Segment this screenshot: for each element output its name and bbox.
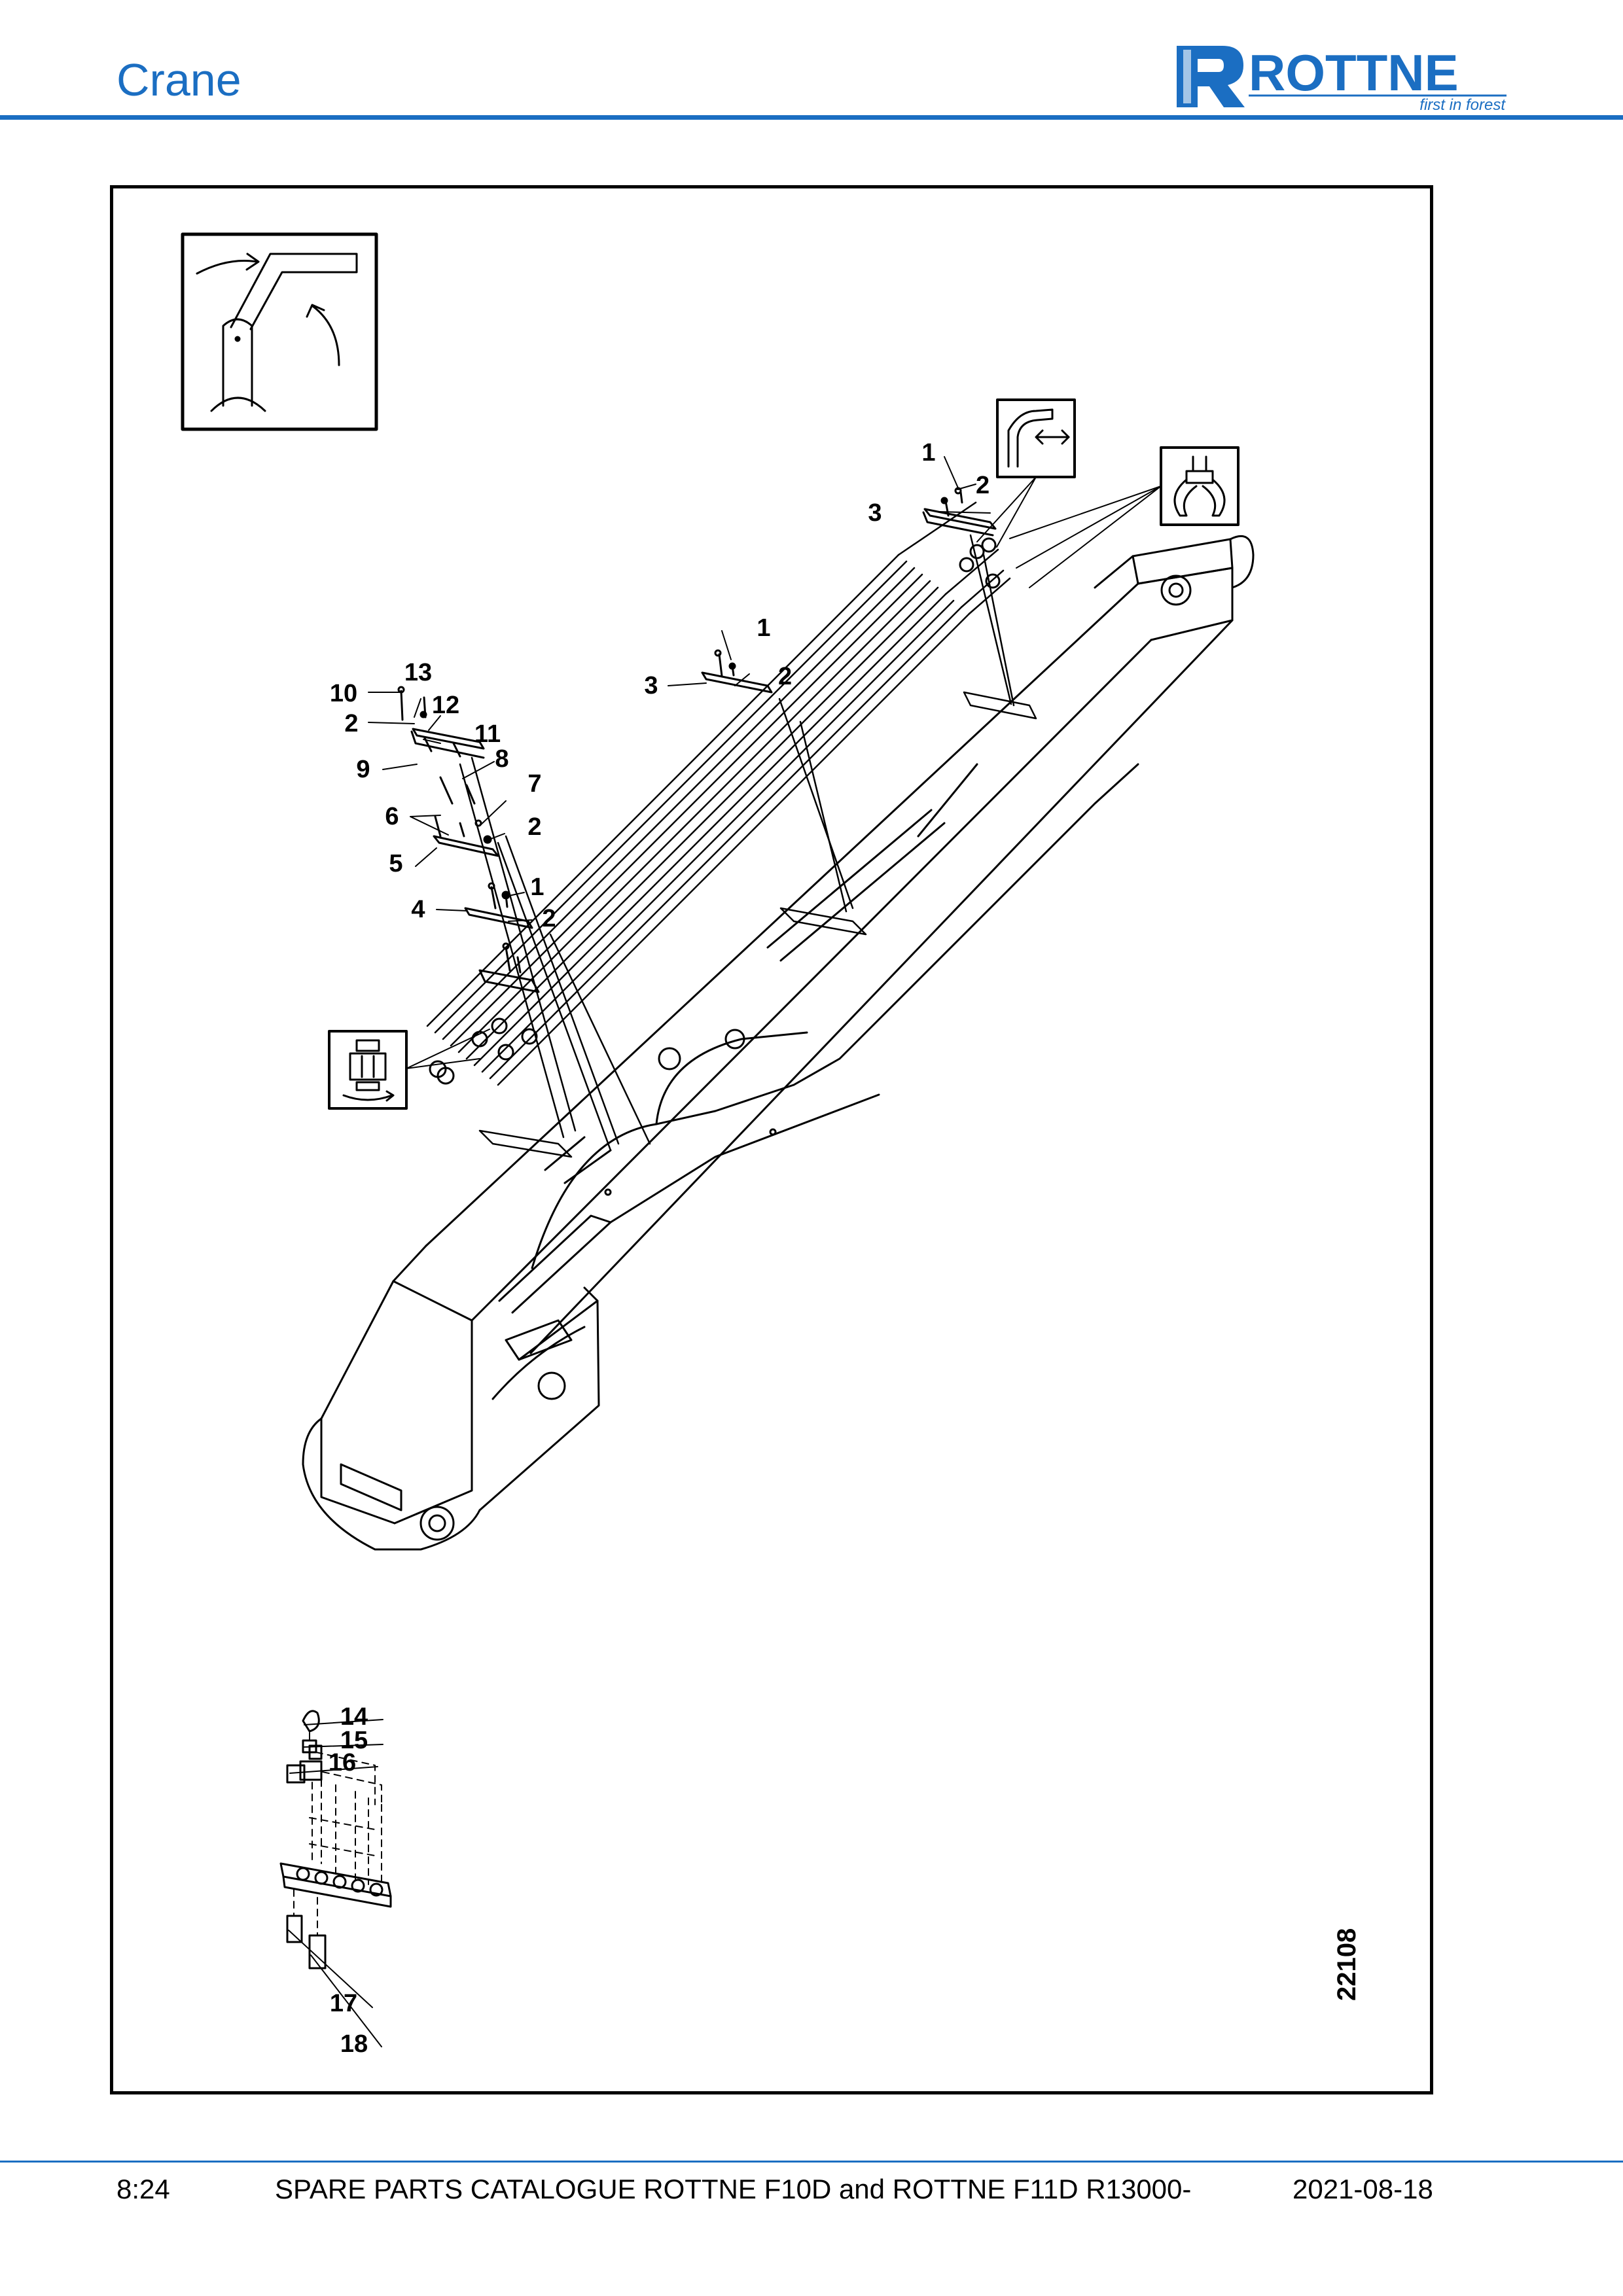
telescope-extension-icon [996,398,1076,478]
drawing-number: 22108 [1332,1928,1361,2001]
callout-14: 14 [340,1703,368,1731]
logo-tagline: first in forest [1419,96,1506,113]
callout-8: 8 [495,745,508,773]
callout-2-left-bottom: 2 [542,905,556,932]
rotator-icon [328,1030,408,1110]
fitting-block [279,1710,392,1969]
catalogue-title: SPARE PARTS CATALOGUE ROTTNE F10D and RO… [275,2174,1192,2204]
callout-2-left-top: 2 [344,710,358,737]
callout-2-left-mid: 2 [527,813,541,841]
page-title: Crane [116,54,241,105]
boom-pivot-icon [181,232,378,431]
catalogue-date: 2021-08-18 [1293,2174,1433,2204]
logo-wordmark: ROTTNE [1249,44,1459,101]
callout-7: 7 [527,770,541,798]
clamp-stack-left [397,686,540,993]
callout-11: 11 [474,720,501,748]
callout-1-middle: 1 [757,614,770,642]
callout-1-left: 1 [530,874,544,901]
callout-3-middle: 3 [644,672,658,699]
clamp-plate-top [701,487,997,694]
callout-18: 18 [340,2030,368,2058]
callout-2-top: 2 [976,472,990,499]
callout-13: 13 [404,659,432,686]
callout-15: 15 [340,1727,368,1754]
callout-17: 17 [330,1990,357,2017]
crane-boom [302,535,1255,1551]
callout-4: 4 [411,896,425,923]
hose-clamp-hangers [459,534,1037,1158]
rottne-logo: ROTTNE first in forest [1177,44,1507,113]
hydraulic-hose-bundle [426,501,1011,1086]
footer-divider [0,2161,1623,2163]
callout-leaders [288,456,991,2047]
callout-3-top: 3 [868,499,882,527]
callout-16: 16 [329,1749,356,1776]
callout-10: 10 [330,680,357,707]
rottne-logo-mark-icon [1177,46,1245,107]
exploded-view-drawing: 1 2 3 1 2 3 10 13 12 2 11 9 8 7 6 2 5 1 … [181,232,1361,2058]
page-number: 8:24 [116,2174,170,2204]
hose-fittings [429,537,1001,1085]
grapple-icon [1160,446,1240,526]
callout-12: 12 [432,692,459,719]
callout-2-middle: 2 [778,663,792,690]
header-divider [0,115,1623,120]
callout-1-top: 1 [921,439,935,467]
callout-6: 6 [385,803,399,830]
parts-drawing-frame: 1 2 3 1 2 3 10 13 12 2 11 9 8 7 6 2 5 1 … [110,185,1433,2094]
callout-9: 9 [356,756,370,783]
callout-5: 5 [389,850,402,877]
